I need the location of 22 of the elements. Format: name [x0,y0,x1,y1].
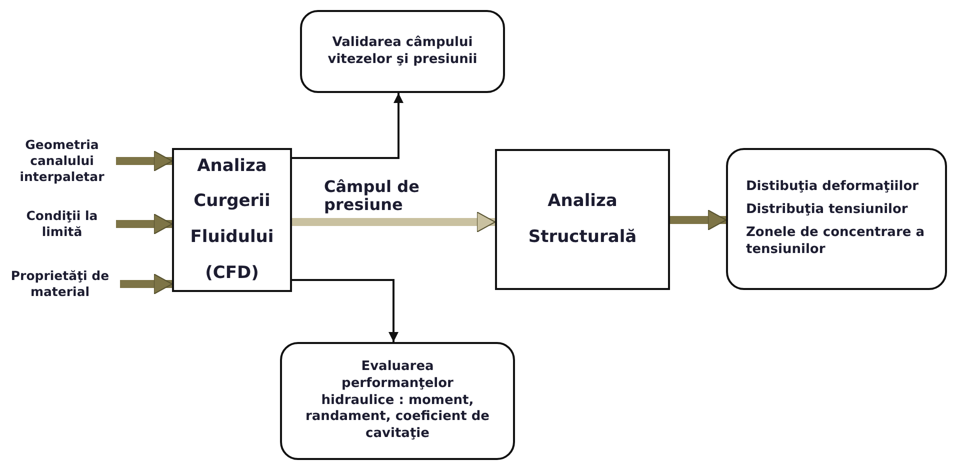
box-text: Evaluarea performanţelor hidraulice : moment, randament, coeficient de cavitaţie [304,358,490,444]
flow-arrow [292,212,496,232]
flow-arrow [670,210,726,230]
list-item-text: Distribuţia tensiunilor [746,202,908,219]
arrow [292,93,404,159]
result-box [726,148,947,290]
arrow [292,279,398,342]
result-box [280,342,515,460]
input-label: Geometria canalului interpaletar [8,136,116,186]
flow-arrow [120,274,172,294]
process-box [172,148,292,292]
result-box [300,10,505,93]
box-text: Analiza Curgerii Fluidului (CFD) [189,154,275,285]
list-item-text: Zonele de concentrare a tensiunilor [746,225,926,259]
process-box [495,149,670,290]
box-text: Analiza Structurală [527,190,638,248]
flow-arrow [116,214,172,234]
input-label: Condiţii la limită [8,206,116,242]
list-item-text: Distibuţia deformaţiilor [746,179,919,196]
box-text: Validarea câmpului vitezelor şi presiunii [326,34,478,68]
input-label: Proprietăţi de material [0,266,120,302]
flow-arrow [116,150,172,172]
